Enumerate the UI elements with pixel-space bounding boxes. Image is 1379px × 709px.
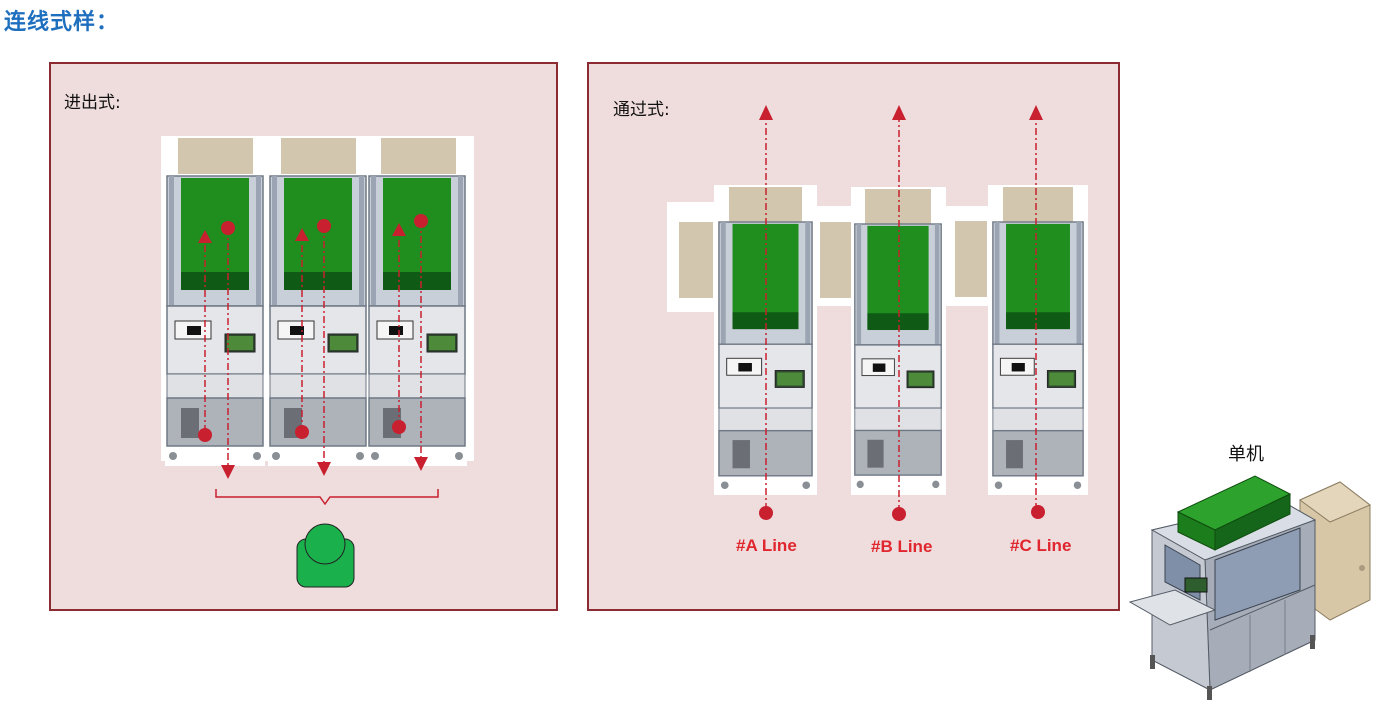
page-title: 连线式样： [4, 10, 120, 35]
line-b-label: #B Line [871, 537, 933, 556]
arrow-up-icon [892, 105, 906, 120]
buffer-box [381, 138, 456, 174]
buffer-box [281, 138, 356, 174]
start-dot [1031, 505, 1045, 519]
machine-unit [852, 223, 944, 495]
operator-brace [215, 489, 439, 506]
arrow-down-icon [221, 465, 235, 479]
single-machine-illustration [1128, 475, 1371, 700]
start-dot [759, 506, 773, 520]
start-dot [414, 214, 428, 228]
buffer-box [679, 222, 713, 298]
buffer-box [1003, 187, 1073, 223]
start-dot [317, 219, 331, 233]
in-out-flows [204, 221, 422, 466]
arrow-up-icon [198, 230, 212, 243]
start-dot [392, 420, 406, 434]
in-out-label: 进出式: [64, 93, 121, 113]
arrow-up-icon [295, 228, 309, 241]
arrow-up-icon [1029, 105, 1043, 120]
start-dot [221, 221, 235, 235]
buffer-box [865, 189, 931, 225]
arrow-down-icon [414, 457, 428, 471]
machine-unit [990, 221, 1086, 496]
start-dot [892, 507, 906, 521]
line-a-label: #A Line [736, 536, 797, 555]
start-dot [295, 425, 309, 439]
machine-unit [164, 175, 266, 467]
arrow-up-icon [392, 223, 406, 236]
line-c-label: #C Line [1010, 536, 1072, 555]
start-dot [198, 428, 212, 442]
single-machine-label: 单机 [1228, 444, 1264, 465]
operator-icon [296, 523, 355, 588]
buffer-box [178, 138, 253, 174]
pass-through-label: 通过式: [613, 100, 670, 120]
buffer-box [820, 222, 851, 298]
pass-through-flows [765, 118, 1037, 512]
machine-unit [267, 175, 369, 467]
arrow-down-icon [317, 462, 331, 476]
arrow-up-icon [759, 105, 773, 120]
buffer-box [955, 221, 987, 297]
